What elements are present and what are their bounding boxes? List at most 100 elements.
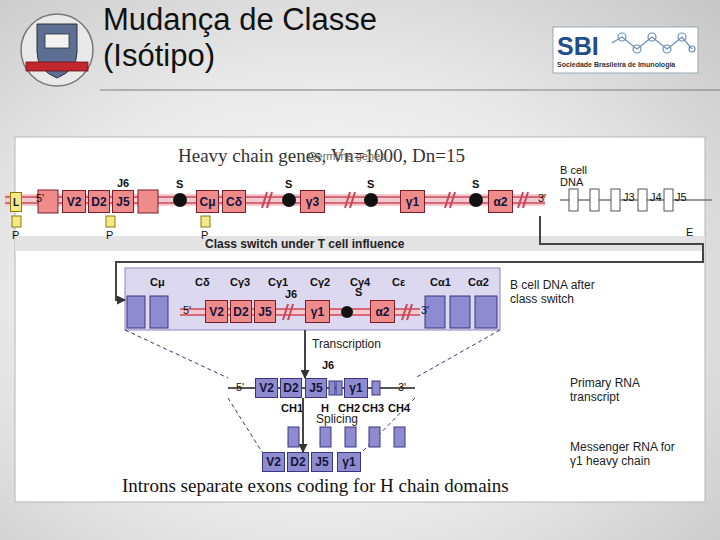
gene-segment: Cδ	[222, 190, 246, 213]
gene-segment: V2	[62, 190, 86, 213]
gene-annotation: B cell DNA	[560, 164, 608, 188]
break-mark	[407, 304, 412, 320]
switch-region	[282, 193, 296, 207]
constant-block	[127, 296, 145, 328]
gene-segment: D2	[280, 378, 302, 398]
gene-annotation: 5'	[183, 304, 191, 316]
segment-label: V2	[67, 195, 82, 209]
domain-exon	[369, 427, 380, 447]
gene-annotation: 3'	[538, 192, 546, 204]
gene-annotation: J4	[650, 191, 662, 203]
gene-segment: γ1	[400, 190, 425, 213]
gene-annotation: CH3	[362, 402, 384, 414]
segment-label: V2	[266, 455, 281, 469]
segment-label: L	[13, 197, 19, 208]
switch-region	[173, 193, 187, 207]
exon-block	[372, 381, 380, 395]
domain-exon	[394, 427, 405, 447]
gene-segment: V2	[205, 300, 228, 323]
domain-exon	[288, 427, 299, 447]
switch-region	[341, 306, 353, 318]
segment-label: α2	[493, 195, 507, 209]
switch-region	[469, 193, 483, 207]
gene-annotation: Germline genes	[308, 150, 386, 162]
gene-annotation: Cγ1	[268, 276, 288, 288]
gene-segment: γ1	[337, 452, 361, 472]
figure-panel	[15, 137, 705, 502]
zoom-line	[228, 398, 262, 452]
break-mark	[262, 192, 267, 208]
connector-label: Transcription	[312, 338, 381, 351]
gene-annotation: 3'	[421, 304, 429, 316]
header-rule	[100, 90, 720, 91]
gene-annotation: Cδ	[195, 276, 210, 288]
gene-annotation: CH4	[388, 402, 410, 414]
gene-annotation: S	[367, 178, 374, 190]
connector-label: Splicing	[316, 413, 358, 426]
segment-label: Cδ	[226, 195, 242, 209]
figure-caption: Introns separate exons coding for H chai…	[122, 475, 509, 497]
j-segment-box	[664, 189, 673, 211]
emblem-banner	[26, 62, 88, 71]
gene-annotation: J6	[322, 359, 334, 371]
break-mark	[350, 192, 355, 208]
zoom-line	[415, 330, 500, 378]
gene-annotation: Cμ	[150, 276, 165, 288]
gene-annotation: P	[12, 229, 19, 241]
gene-annotation: P	[106, 229, 113, 241]
gene-annotation: SBI	[557, 33, 599, 59]
gene-annotation: J6	[117, 177, 129, 189]
gene-segment: γ3	[300, 190, 325, 213]
sbi-network	[612, 33, 695, 53]
break-mark	[288, 304, 293, 320]
gene-segment: J5	[305, 378, 327, 398]
break-mark	[450, 192, 455, 208]
exon-block	[336, 381, 342, 395]
zoom-line	[362, 398, 415, 452]
segment-label: J5	[116, 195, 129, 209]
gene-annotation: CH1	[281, 402, 303, 414]
gene-annotation: J5	[675, 191, 687, 203]
connector-arrow	[302, 398, 304, 452]
bcell-dna-strand	[560, 199, 712, 201]
gene-annotation: Cα1	[430, 276, 451, 288]
gene-annotation: 5'	[236, 381, 244, 393]
gene-segment: γ1	[305, 300, 330, 323]
segment-label: γ1	[406, 195, 419, 209]
zoom-line	[125, 330, 228, 378]
segment-label: J5	[258, 305, 271, 319]
gene-annotation: E	[686, 226, 693, 238]
segment-label: V2	[209, 305, 224, 319]
gene-segment: D2	[230, 300, 252, 323]
gene-segment: Cμ	[196, 190, 219, 213]
j-segment-box	[638, 189, 647, 211]
connector-label: Class switch under T cell influence	[205, 238, 404, 251]
class-switch-strip	[15, 236, 705, 251]
j-segment-box	[569, 189, 578, 211]
gene-segment: α2	[370, 300, 395, 323]
dna-strand	[5, 202, 545, 204]
promoter-box	[201, 216, 210, 227]
gene-segment: J5	[254, 300, 276, 323]
gene-segment: α2	[488, 190, 513, 213]
constant-block	[450, 296, 470, 328]
slide-title: Mudança de Classe (Isótipo)	[103, 2, 433, 74]
gene-annotation: Cγ3	[230, 276, 250, 288]
promoter-box	[106, 216, 115, 227]
network-link	[612, 37, 692, 49]
segment-label: D2	[283, 381, 298, 395]
segment-label: J5	[309, 381, 322, 395]
segment-label: γ1	[342, 455, 355, 469]
switched-locus-band	[125, 268, 500, 330]
break-mark	[523, 192, 528, 208]
row-heading: Primary RNA transcript	[570, 376, 670, 404]
break-mark	[267, 192, 272, 208]
gene-segment: J5	[311, 452, 333, 472]
germline-strand-band	[5, 194, 545, 206]
segment-label: D2	[290, 455, 305, 469]
gene-segment: V2	[255, 378, 278, 398]
row-heading: Messenger RNA for γ1 heavy chain	[570, 440, 685, 468]
segment-label: V2	[259, 381, 274, 395]
